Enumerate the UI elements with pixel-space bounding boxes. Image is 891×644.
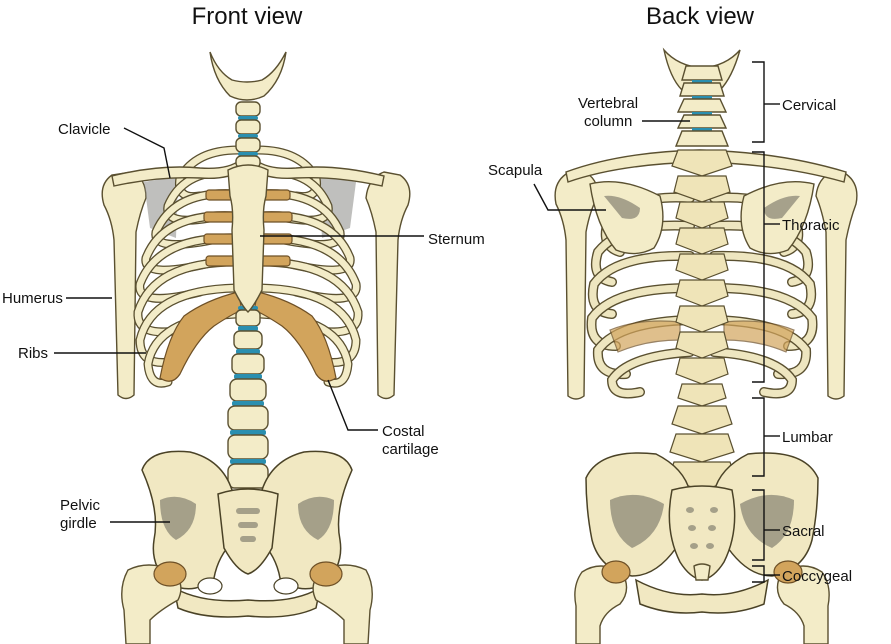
back-hip-joint-left <box>601 560 631 584</box>
leader-clavicle <box>123 127 171 179</box>
label-coccygeal: Coccygeal <box>782 568 852 585</box>
back-humerus-right <box>815 171 858 400</box>
label-ribs: Ribs <box>18 345 48 362</box>
front-scapula-shadow-right <box>318 176 356 238</box>
front-scapula-shadow-left <box>144 176 178 238</box>
front-costal-cartilage <box>159 189 337 382</box>
bracket-cervical <box>752 61 765 143</box>
front-hip-joint-left <box>153 561 187 587</box>
front-view-title: Front view <box>192 3 303 30</box>
label-costal-cartilage-1: Costal <box>382 423 425 440</box>
front-sternum <box>227 164 269 313</box>
front-humerus-right <box>365 171 411 400</box>
bracket-coccygeal <box>752 565 765 583</box>
front-skeleton <box>101 51 411 644</box>
back-labels: Vertebral column Scapula Cervical Thorac… <box>488 61 852 585</box>
back-coccyx <box>693 563 711 581</box>
label-scapula: Scapula <box>488 162 543 179</box>
leader-costal-cartilage <box>327 379 378 431</box>
bracket-lumbar <box>752 397 765 477</box>
leader-scapula <box>533 183 606 211</box>
front-jaw <box>209 51 287 101</box>
back-scapula-left-shade <box>604 195 640 219</box>
back-pelvis <box>585 452 819 614</box>
back-hip-joint-right <box>773 560 803 584</box>
bracket-thoracic <box>752 151 765 383</box>
label-pelvic-girdle-2: girdle <box>60 515 97 532</box>
label-costal-cartilage-2: cartilage <box>382 441 439 458</box>
back-shoulder-girdle <box>565 149 847 183</box>
label-vertebral-column-2: column <box>584 113 632 130</box>
back-skeleton <box>554 47 858 644</box>
bracket-sacral <box>752 489 765 561</box>
back-rib-shading-right <box>723 320 795 353</box>
label-sternum: Sternum <box>428 231 485 248</box>
label-cervical: Cervical <box>782 97 836 114</box>
label-lumbar: Lumbar <box>782 429 833 446</box>
label-vertebral-column-1: Vertebral <box>578 95 638 112</box>
label-pelvic-girdle-1: Pelvic <box>60 497 101 514</box>
front-pelvis <box>141 450 353 618</box>
label-clavicle: Clavicle <box>58 121 111 138</box>
back-spine <box>667 65 737 491</box>
front-hip-joint-right <box>309 561 343 587</box>
back-scapula-right-shade <box>764 195 800 219</box>
label-sacral: Sacral <box>782 523 825 540</box>
label-thoracic: Thoracic <box>782 217 840 234</box>
back-view-title: Back view <box>646 3 755 30</box>
label-humerus: Humerus <box>2 290 63 307</box>
back-rib-shading-left <box>609 320 681 353</box>
front-labels: Clavicle Humerus Ribs Sternum Costal car… <box>2 121 485 532</box>
